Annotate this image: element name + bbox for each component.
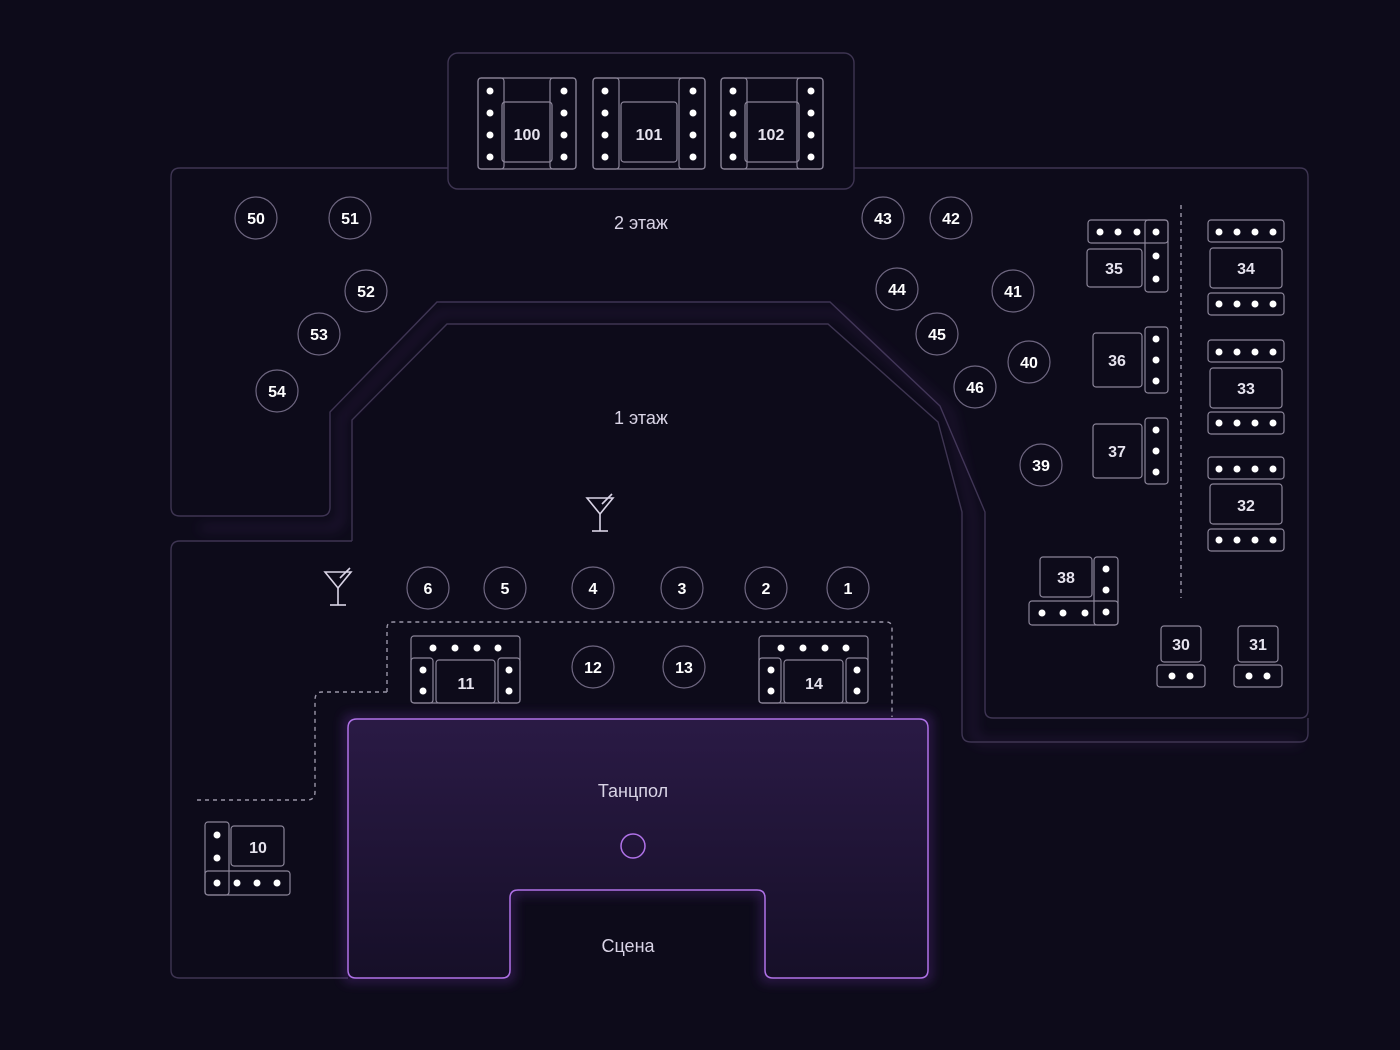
zone-outlines [170,52,1309,979]
second-floor-left-zone [170,167,1309,719]
table-number: 102 [758,127,785,144]
table-number: 37 [1108,444,1126,461]
sofas-far-right: 34 33 32 [1207,219,1285,552]
table-number: 30 [1172,637,1190,654]
round-table[interactable]: 43 [861,196,905,240]
table-number: 3 [678,581,687,598]
round-tables: 50 51 52 53 54 43 42 44 41 45 40 46 39 6… [234,196,1063,689]
table-number: 10 [249,840,267,857]
booth-table-11[interactable]: 11 [410,635,521,704]
small-table-31[interactable]: 31 [1233,625,1283,688]
table-number: 4 [589,581,598,598]
dancefloor-label: Танцпол [598,781,668,801]
table-number: 100 [514,127,541,144]
round-table[interactable]: 50 [234,196,278,240]
table-number: 31 [1249,637,1267,654]
table-number: 50 [247,211,265,228]
round-table[interactable]: 51 [328,196,372,240]
round-table[interactable]: 3 [660,566,704,610]
table-number: 14 [805,676,823,693]
round-table[interactable]: 5 [483,566,527,610]
sofa-table-33[interactable]: 33 [1207,339,1285,435]
table-number: 51 [341,211,359,228]
table-number: 5 [501,581,510,598]
round-table[interactable]: 2 [744,566,788,610]
table-number: 43 [874,211,892,228]
vip-table-101[interactable]: 101 [592,77,706,170]
dashed-boundaries [196,205,1182,801]
table-number: 40 [1020,355,1038,372]
table-number: 6 [424,581,433,598]
balcony-inner-edge [351,323,1309,743]
vip-table-102[interactable]: 102 [720,77,824,170]
cocktail-icon [585,493,615,532]
table-number: 54 [268,384,286,401]
dancefloor-area[interactable] [346,717,930,980]
round-table[interactable]: 39 [1019,443,1063,487]
round-table[interactable]: 1 [826,566,870,610]
booth-table-38[interactable]: 38 [1028,556,1119,626]
round-table[interactable]: 44 [875,267,919,311]
vip-lounges: 100 101 102 [477,77,824,170]
table-number: 2 [762,581,771,598]
table-number: 36 [1108,353,1126,370]
table-number: 13 [675,660,693,677]
first-floor-zone [170,540,352,979]
table-number: 39 [1032,458,1050,475]
round-table[interactable]: 45 [915,312,959,356]
table-number: 41 [1004,284,1022,301]
sofa-table-34[interactable]: 34 [1207,219,1285,316]
sofa-table-32[interactable]: 32 [1207,456,1285,552]
cocktail-icon [323,567,353,606]
round-table[interactable]: 4 [571,566,615,610]
round-table[interactable]: 52 [344,269,388,313]
table-number: 45 [928,327,946,344]
table-number: 11 [458,676,475,693]
round-table[interactable]: 40 [1007,340,1051,384]
round-table[interactable]: 12 [571,645,615,689]
small-table-30[interactable]: 30 [1156,625,1206,688]
floor-2-label: 2 этаж [614,213,668,233]
table-number: 34 [1237,261,1255,278]
booth-table-10[interactable]: 10 [204,821,291,896]
balcony-glow-edge [200,312,1300,743]
stage-light-icon [620,833,646,859]
booth-table-14[interactable]: 14 [758,635,869,704]
table-number: 12 [584,660,602,677]
dancefloor-outline [347,718,929,979]
booth-table-36[interactable]: 36 [1092,326,1169,394]
round-table[interactable]: 6 [406,566,450,610]
table-number: 35 [1105,261,1123,278]
vip-table-100[interactable]: 100 [477,77,577,170]
round-table[interactable]: 54 [255,369,299,413]
table-number: 33 [1237,381,1255,398]
booths-right: 35 36 37 38 [1028,219,1169,626]
stage-label: Сцена [601,936,655,956]
vip-zone [447,52,855,190]
table-number: 32 [1237,498,1255,515]
table-number: 52 [357,284,375,301]
booths-bottom: 11 14 10 [204,635,869,896]
table-number: 46 [966,380,984,397]
small-tables: 30 31 [1156,625,1283,688]
round-table[interactable]: 53 [297,312,341,356]
round-table[interactable]: 13 [662,645,706,689]
round-table[interactable]: 46 [953,365,997,409]
booth-table-35[interactable]: 35 [1086,219,1169,293]
table-number: 1 [844,581,853,598]
booth-table-37[interactable]: 37 [1092,417,1169,485]
floor-1-label: 1 этаж [614,408,668,428]
table-number: 44 [888,282,906,299]
table-number: 42 [942,211,960,228]
table-number: 53 [310,327,328,344]
round-table[interactable]: 41 [991,269,1035,313]
round-table[interactable]: 42 [929,196,973,240]
table-number: 101 [636,127,663,144]
table-number: 38 [1057,570,1075,587]
